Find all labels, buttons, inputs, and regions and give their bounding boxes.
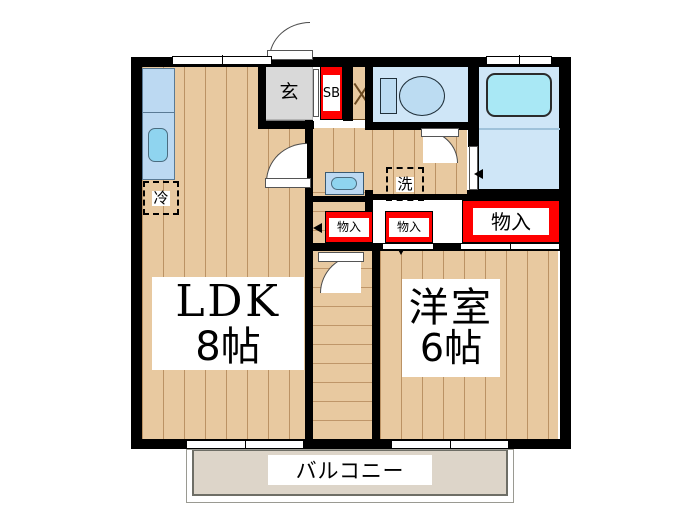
closet-1: 物入 [325,211,373,243]
bedroom-label-line2: 6帖 [419,326,483,371]
entrance-door-leaf [267,50,313,60]
wall-outer-right [560,57,571,449]
kitchen-counter [142,68,175,180]
window-bath-top[interactable] [486,55,552,66]
balcony-label: バルコニー [268,455,432,485]
ldk-label: LDK 8帖 [152,277,304,370]
bedroom-label: 洋室 6帖 [402,279,500,377]
kitchen-sink-basin-icon [148,128,168,162]
ldk-label-line2: 8帖 [195,323,261,370]
toilet-door-leaf [421,128,459,137]
washer-label: 洗 [396,174,414,193]
wall-closet-top [313,196,373,202]
wall-bath-right-stub [560,190,571,200]
wall-toilet-bottom [365,122,473,130]
wall-outer-bottom [131,439,571,449]
wall-toilet-right [468,57,479,129]
kitchen-counter-split [142,112,175,113]
wash-basin-bowl-icon [331,177,357,190]
window-bedroom-balcony[interactable] [391,439,509,450]
wall-bath-left [468,129,479,147]
toilet-tank-icon [380,78,397,114]
closet-1-label: 物入 [329,217,369,237]
balcony-label-text: バルコニー [295,459,405,483]
wall-ldk-hall [305,120,313,449]
bedroom-door-leaf [318,252,364,262]
entrance-label: 玄 [279,80,299,103]
bath-partition [479,128,560,130]
bathroom-door-arrow-icon [474,169,483,179]
bathroom-door-leaf [469,146,478,190]
wall-bath-bottom [467,190,571,200]
wall-entrance-bottom [258,121,314,129]
window-ldk-top[interactable] [172,55,272,66]
wall-outer-left [131,57,142,449]
wall-corridor-bottom [365,194,469,200]
wall-bedroom-left [372,250,380,449]
refrigerator-label: 冷 [152,188,170,207]
closet-3-label: 物入 [473,208,549,235]
closet-3-arrow-icon [396,246,406,255]
window-ldk-balcony[interactable] [186,439,304,450]
shoe-box: SB [320,66,343,120]
washing-machine-space: 洗 [386,167,424,201]
shoe-box-door [313,69,319,117]
refrigerator-space: 冷 [143,181,179,215]
ldk-door-leaf [265,178,311,188]
bedroom-label-line1: 洋室 [408,285,494,332]
closet-3-sash [460,242,560,251]
toilet-bowl-icon [399,76,445,116]
wall-entrance-left [258,57,266,121]
closet-3: 物入 [462,200,560,243]
closet-2-label: 物入 [389,217,429,237]
ldk-label-line1: LDK [175,276,281,328]
shoe-box-label: SB [323,75,340,111]
wall-entrance-right [343,57,353,121]
closet-2: 物入 [385,211,433,243]
bathtub-icon [486,73,552,117]
closet-1-arrow-icon [313,223,322,233]
closet-2-sash [382,243,434,250]
wall-closet-bottom [313,243,571,251]
wall-toilet-left [365,57,373,129]
balcony-outline [186,449,514,503]
